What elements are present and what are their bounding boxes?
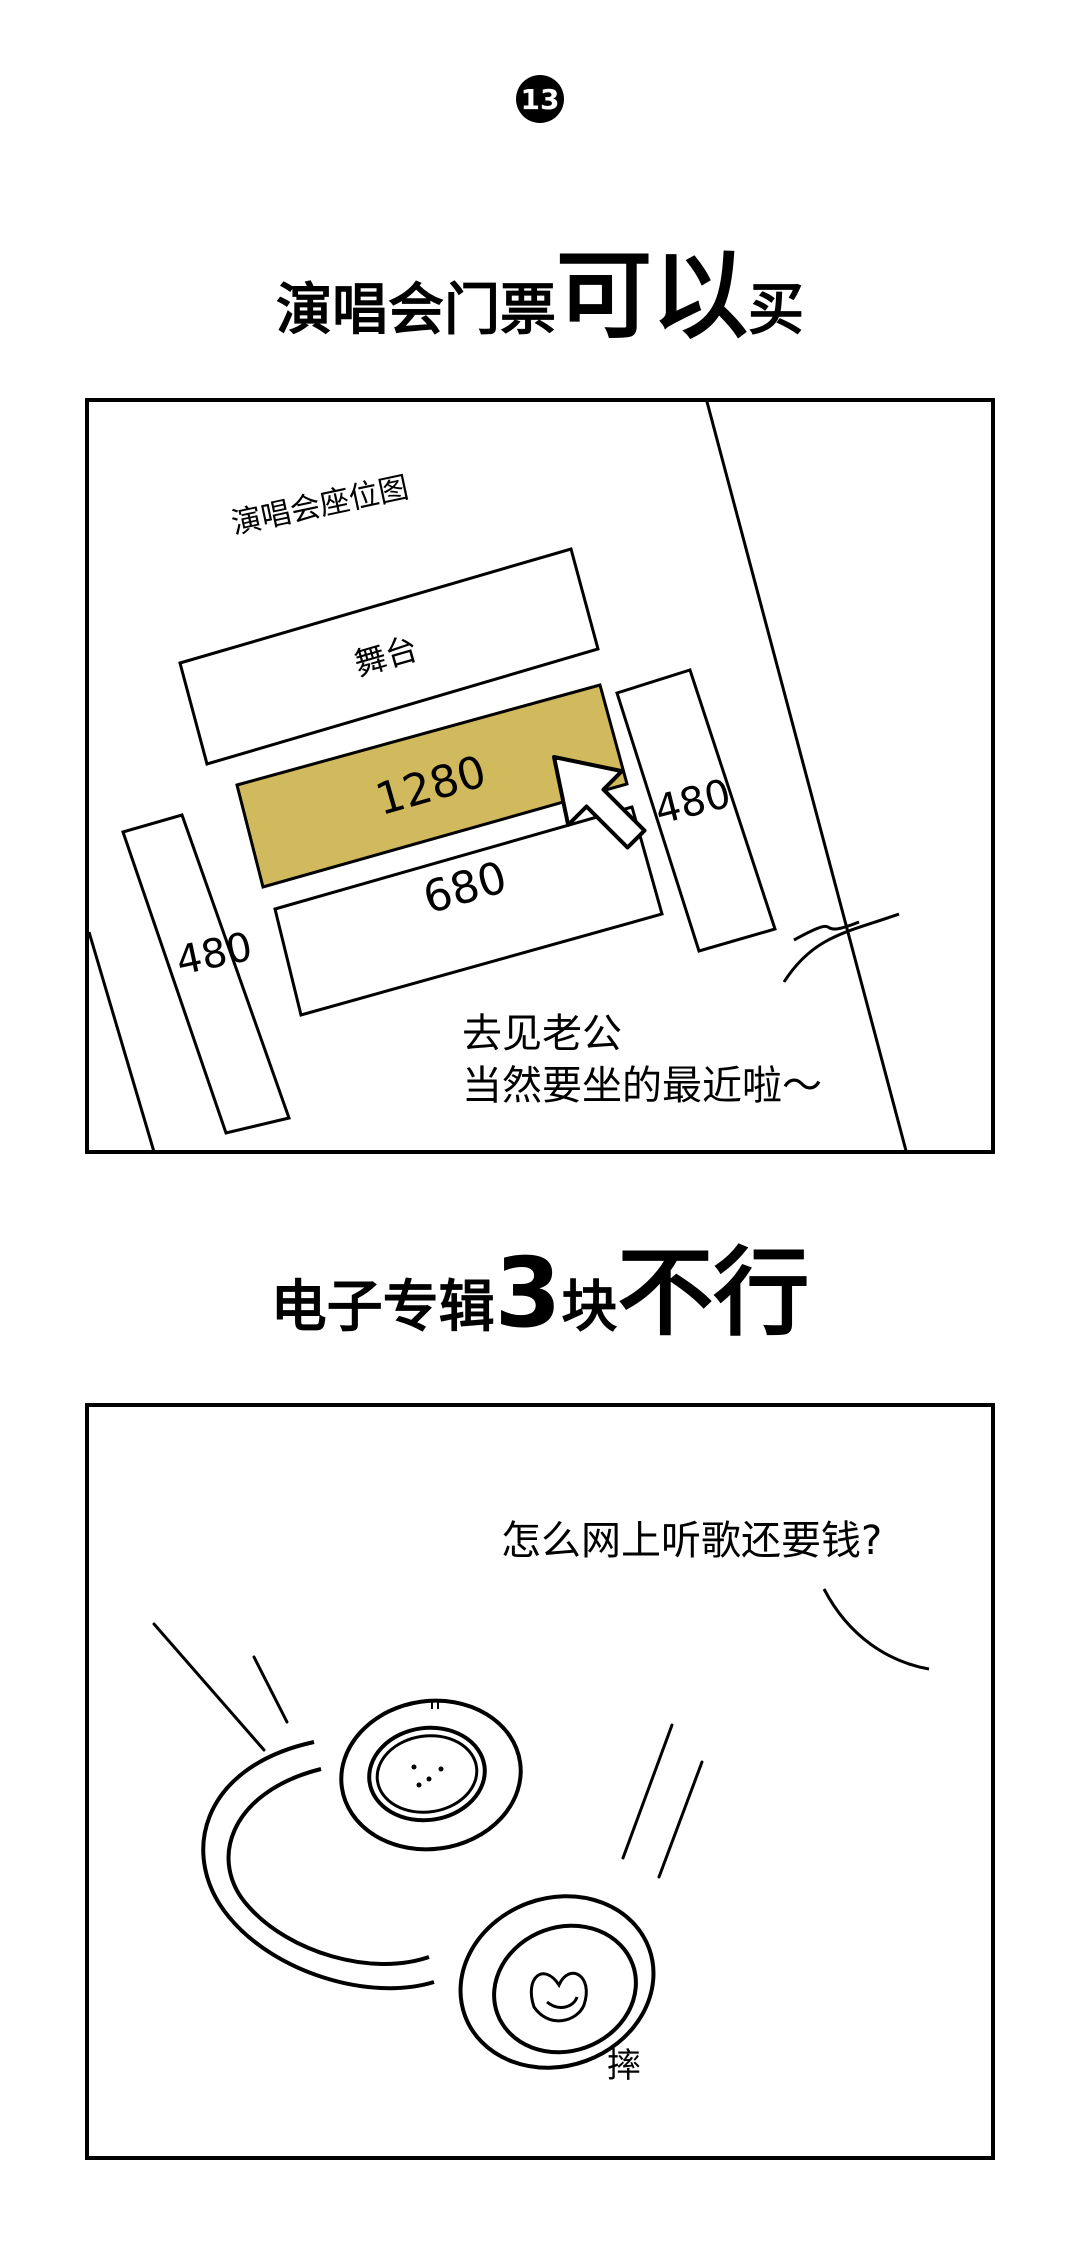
headband-inner [226,1767,430,1966]
speech-swoosh [822,1588,930,1671]
earcup-bottom [458,1894,656,2070]
motion-lines-left [152,1622,289,1752]
caption-line-1: 去见老公 [462,1011,622,1057]
comic-panel-headphones: 怎么网上听歌还要钱? [85,1403,995,2160]
headline2-part3: 块 [561,1275,618,1340]
comic-panel-seating-map: 演唱会座位图 舞台 1280 680 480 480 [85,398,995,1154]
seating-map-drawing: 演唱会座位图 舞台 1280 680 480 480 [89,402,908,1150]
headline2-part2: 3 [494,1237,562,1349]
earcup-top [339,1698,523,1852]
headline-digital-album: 电子专辑3块不行 [0,1215,1080,1349]
headphones-drawing: 怎么网上听歌还要钱? [152,1518,930,2086]
seat-section-480-right: 480 [615,668,777,953]
wall-line-left [89,931,156,1150]
headline-concert-tickets: 演唱会门票可以买 [0,218,1080,352]
seat-section-480-left: 480 [121,813,291,1135]
seat-section-680: 680 [273,805,664,1017]
headline1-part2: 可以 [556,240,748,352]
headband-outer [201,1740,435,1991]
episode-number-badge: 13 [516,75,564,123]
headline2-part1: 电子专辑 [270,1275,495,1340]
sound-effect-text: 摔 [607,2046,641,2086]
speech-swoosh [793,920,860,942]
headline1-part1: 演唱会门票 [276,278,556,343]
headline1-part3: 买 [748,278,804,343]
wall-line-right [705,402,908,1150]
seat-section-1280: 1280 [235,683,629,889]
headline2-part4: 不行 [617,1237,810,1349]
stage-block: 舞台 [178,547,600,766]
map-title: 演唱会座位图 [228,470,411,542]
motion-lines-right [621,1723,704,1879]
speech-swoosh-2 [782,912,900,983]
pointer-arrow-icon [552,755,647,850]
speech-text: 怎么网上听歌还要钱? [501,1518,882,1564]
caption-line-2: 当然要坐的最近啦～ [462,1063,822,1109]
